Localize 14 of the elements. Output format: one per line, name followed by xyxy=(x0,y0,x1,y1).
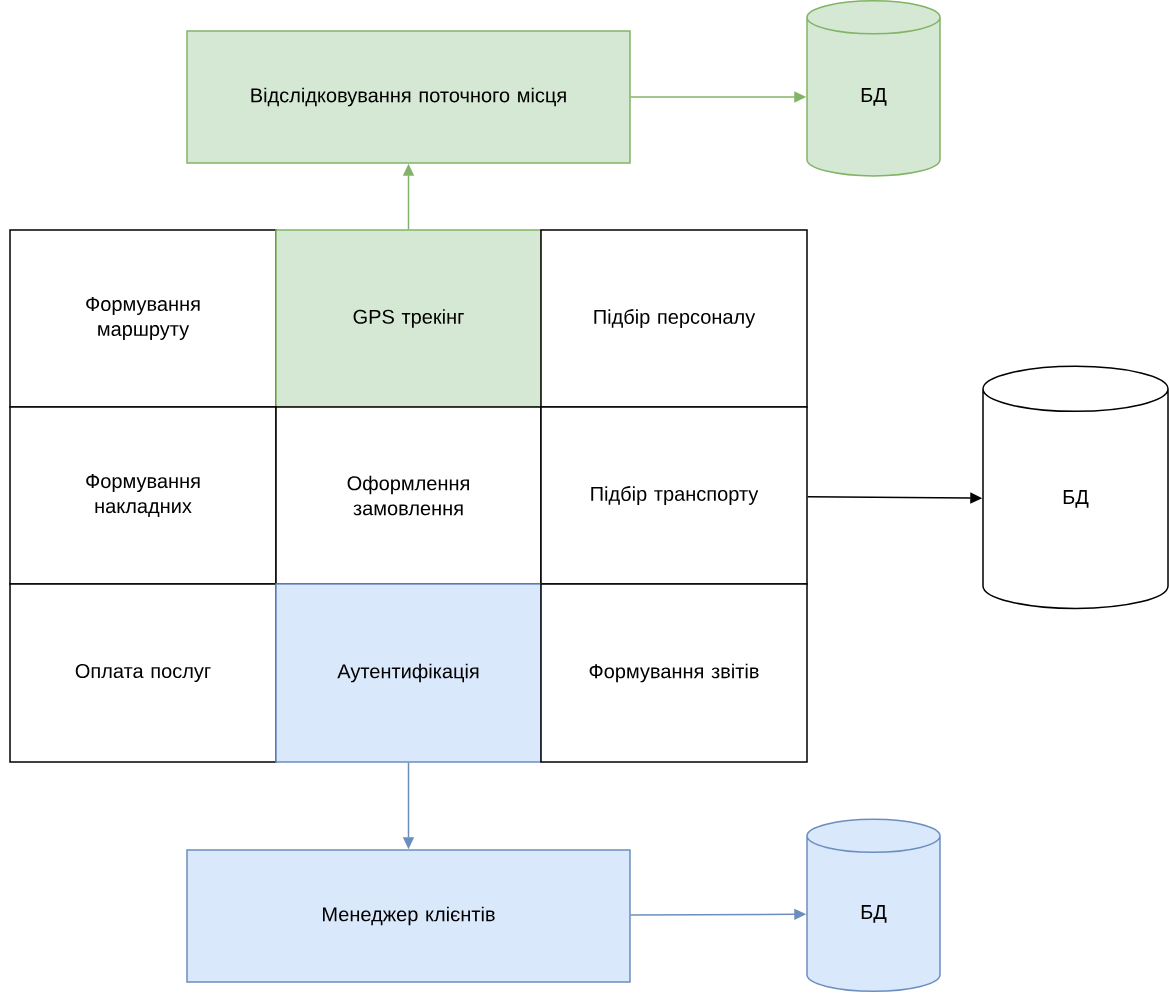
database-cylinder: БД xyxy=(806,0,941,177)
module-box: Аутентифікація xyxy=(275,583,542,763)
module-box: GPS трекінг xyxy=(275,229,542,408)
database-cylinder: БД xyxy=(982,365,1169,610)
module-box: Формування маршруту xyxy=(9,229,277,408)
database-cylinder: БД xyxy=(806,818,941,993)
module-box: Оплата послуг xyxy=(9,583,277,763)
module-box: Оформлення замовлення xyxy=(275,406,542,585)
module-box: Формування накладних xyxy=(9,406,277,585)
process-box: Відслідковування поточного місця xyxy=(186,30,631,164)
module-box: Підбір персоналу xyxy=(540,229,808,408)
module-box: Формування звітів xyxy=(540,583,808,763)
process-box: Менеджер клієнтів xyxy=(186,849,631,983)
module-box: Підбір транспорту xyxy=(540,406,808,585)
